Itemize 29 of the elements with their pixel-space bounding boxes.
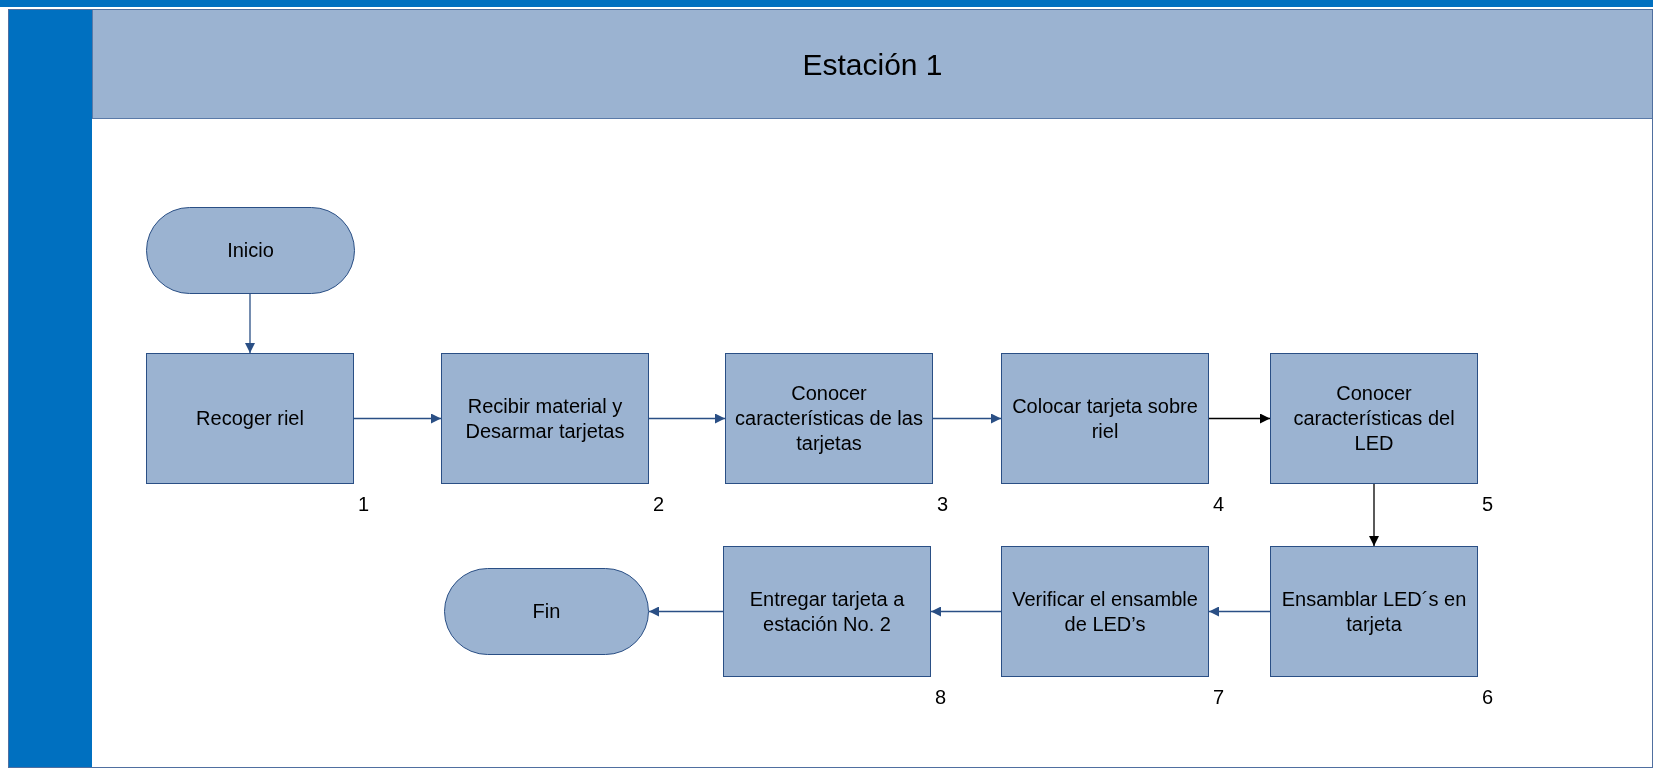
process-box: Entregar tarjeta a estación No. 2 [723,546,931,677]
process-box: Ensamblar LED´s en tarjeta [1270,546,1478,677]
process-box: Colocar tarjeta sobre riel [1001,353,1209,484]
arrow [930,606,1002,617]
process-box: Verificar el ensamble de LED’s [1001,546,1209,677]
step-number: 7 [1213,687,1225,707]
arrow [648,413,726,424]
arrow [648,606,724,617]
lane-title: Estación 1 [802,46,943,83]
process-box: Recoger riel [146,353,354,484]
step-number: 8 [935,687,947,707]
step-number: 1 [358,494,370,514]
arrow [1208,606,1271,617]
process-box: Recibir material y Desarmar tarjetas [441,353,649,484]
swimlane [8,9,1653,768]
process-box: Conocer características de las tarjetas [725,353,933,484]
arrow [932,413,1002,424]
arrow [245,293,255,354]
process-box: Conocer características del LED [1270,353,1478,484]
arrow [353,413,442,424]
step-number: 6 [1482,687,1494,707]
step-number: 2 [653,494,665,514]
arrow [1369,483,1379,547]
step-number: 4 [1213,494,1225,514]
terminator-shape: Inicio [146,207,355,294]
terminator-shape: Fin [444,568,649,655]
step-number: 3 [937,494,949,514]
arrow [1208,413,1271,424]
step-number: 5 [1482,494,1494,514]
